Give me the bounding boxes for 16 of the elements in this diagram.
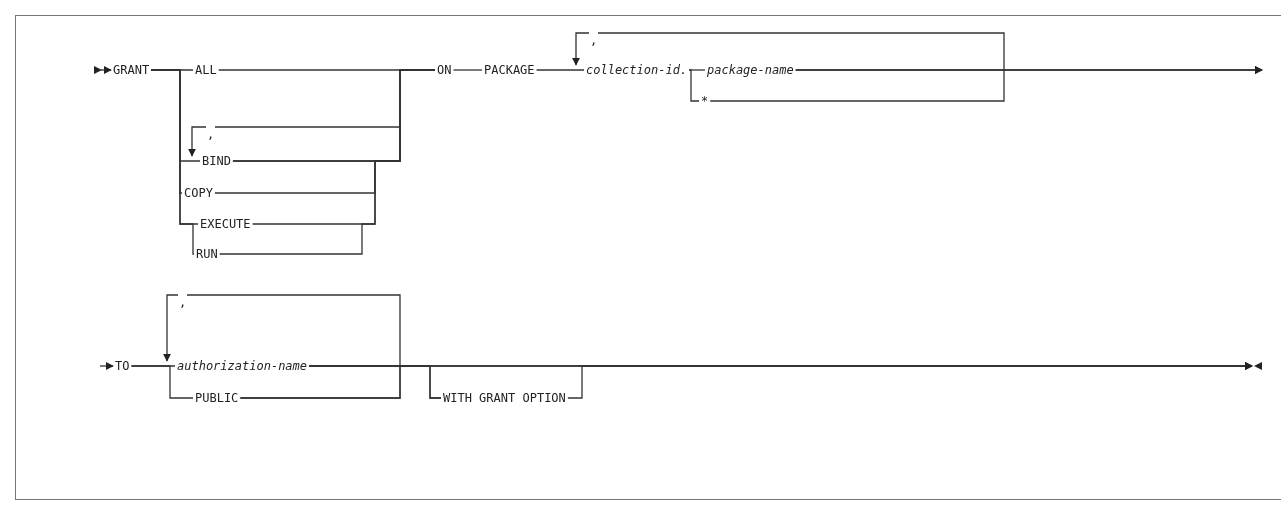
connector-line [100, 66, 112, 74]
repeat-separator: , [178, 294, 188, 310]
syntax-keyword: package-name [706, 62, 795, 78]
connector-line [688, 69, 700, 102]
repeat-loop [163, 294, 401, 367]
connector-line [130, 365, 194, 399]
repeat-separator: , [206, 126, 216, 142]
connector-line [709, 66, 1263, 102]
repeat-separator: , [589, 32, 599, 48]
connector-line [567, 362, 1253, 399]
repeat-loop [572, 32, 1005, 71]
connector-line [535, 69, 585, 71]
connector-line [452, 69, 483, 71]
connector-line [99, 362, 114, 370]
repeat-loop [188, 126, 401, 162]
connector-line [150, 69, 195, 255]
